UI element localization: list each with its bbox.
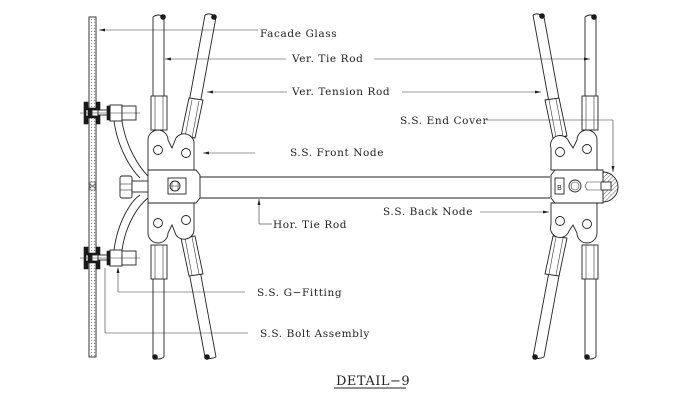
label-ss-end-cover: S.S. End Cover xyxy=(400,115,488,127)
label-ss-bolt-assembly: S.S. Bolt Assembly xyxy=(260,328,370,340)
front-node-assembly xyxy=(147,13,217,360)
drawing-title: DETAIL−9 xyxy=(336,374,410,389)
leader-lines xyxy=(99,28,615,334)
g-fitting xyxy=(113,120,153,251)
upper-bolt-assembly xyxy=(80,101,140,125)
label-ver-tie-rod: Ver. Tie Rod xyxy=(291,53,363,65)
back-node-assembly: B xyxy=(532,13,619,360)
lower-bolt-assembly xyxy=(80,246,140,270)
facade-glass xyxy=(88,16,97,358)
label-ss-back-node: S.S. Back Node xyxy=(383,206,473,218)
back-node-mark: B xyxy=(557,184,562,192)
label-ss-g-fitting: S.S. G−Fitting xyxy=(257,287,342,299)
label-hor-tie-rod: Hor. Tie Rod xyxy=(273,219,347,231)
label-facade-glass: Facade Glass xyxy=(260,28,337,40)
label-ss-front-node: S.S. Front Node xyxy=(290,147,384,159)
horizontal-tie-rod xyxy=(200,176,550,199)
label-ver-tension-rod: Ver. Tension Rod xyxy=(291,86,390,98)
